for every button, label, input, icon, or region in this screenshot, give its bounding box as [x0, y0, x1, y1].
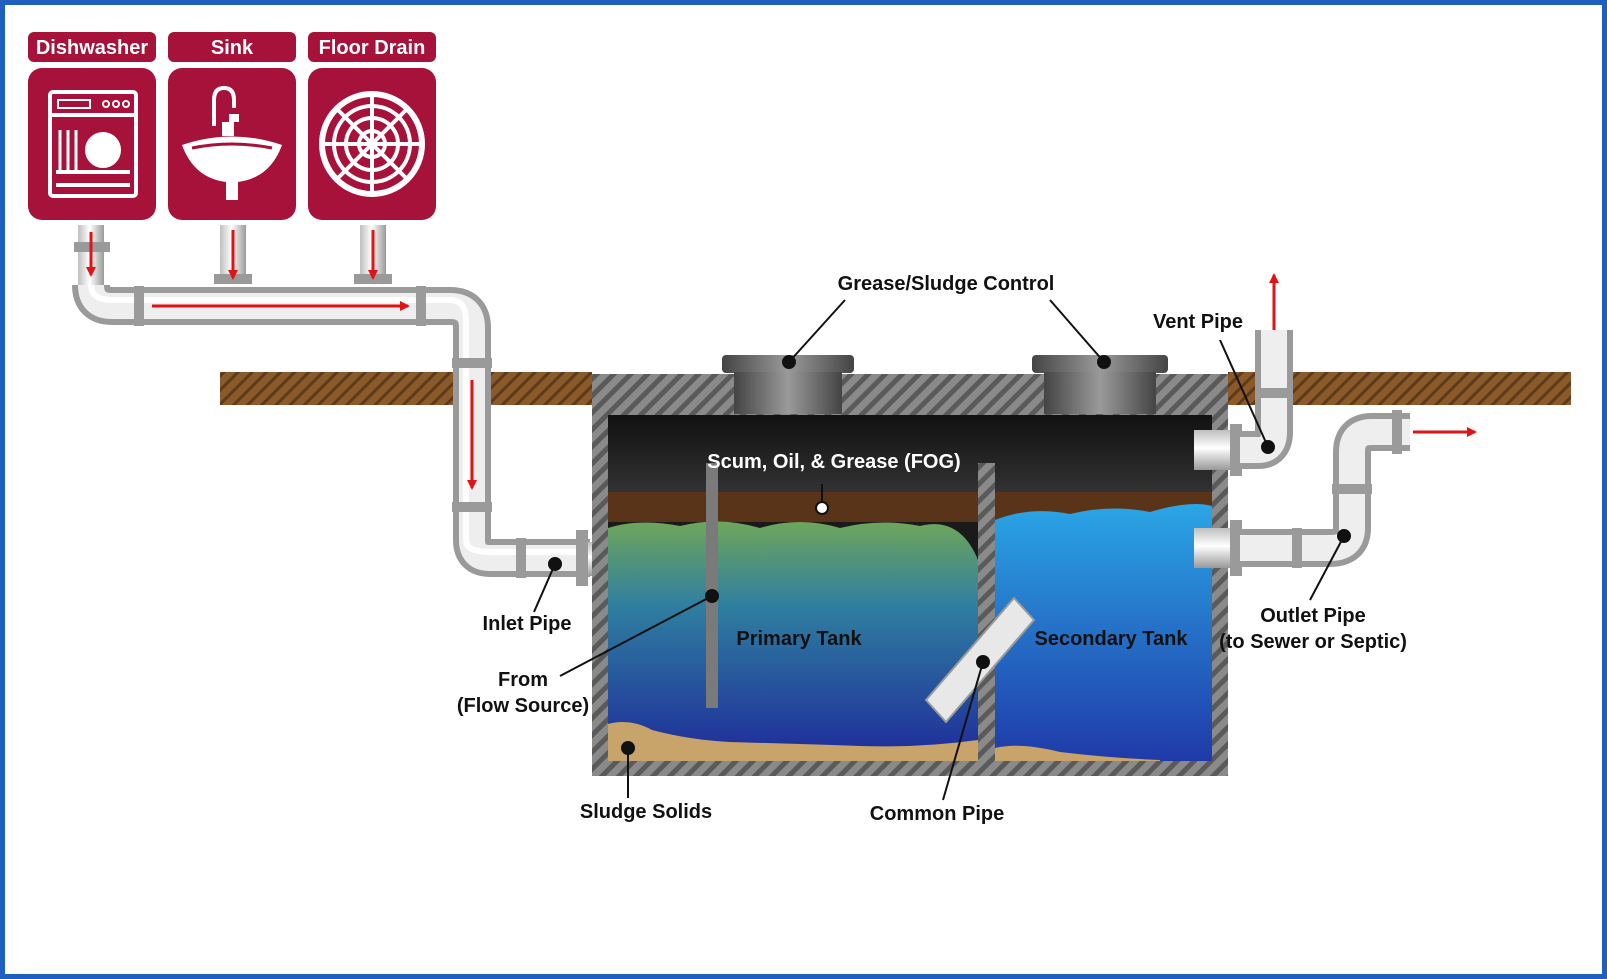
- secondary-water: [995, 504, 1212, 761]
- floor-drain-icon: [319, 91, 425, 197]
- sludge-solids-label: Sludge Solids: [580, 801, 712, 823]
- outlet-pipe-label: Outlet Pipe: [1260, 605, 1366, 627]
- common-pipe-label: Common Pipe: [870, 803, 1004, 825]
- fog-label: Scum, Oil, & Grease (FOG): [707, 451, 960, 473]
- secondary-tank-label: Secondary Tank: [1034, 628, 1188, 650]
- primary-tank-label: Primary Tank: [736, 628, 862, 650]
- sink-icon: [182, 85, 282, 200]
- flow-source-label: (Flow Source): [457, 695, 589, 717]
- primary-water: [608, 521, 978, 761]
- grease-trap-diagram: Dishwasher Sink Floor: [28, 32, 1571, 825]
- ground-left: [220, 372, 592, 405]
- callout-leaders: [533, 299, 1351, 801]
- outlet-destination-label: (to Sewer or Septic): [1219, 631, 1407, 653]
- collector-pipe: [72, 283, 590, 577]
- floor-drain-source: Floor Drain: [308, 32, 436, 220]
- inlet-pipe-label: Inlet Pipe: [483, 613, 572, 635]
- pipe-collars: [134, 286, 588, 586]
- inlet-baffle: [706, 463, 718, 708]
- sink-label: Sink: [211, 37, 254, 59]
- tank-divider: [978, 463, 995, 761]
- secondary-sludge: [995, 745, 1160, 761]
- grease-control-label: Grease/Sludge Control: [838, 273, 1055, 295]
- dishwasher-label: Dishwasher: [36, 37, 148, 59]
- floor-drain-label: Floor Drain: [319, 37, 426, 59]
- dishwasher-source: Dishwasher: [28, 32, 156, 220]
- primary-sludge: [608, 722, 978, 761]
- sink-source: Sink: [168, 32, 296, 220]
- from-label: From: [498, 669, 548, 691]
- vent-pipe-label: Vent Pipe: [1153, 311, 1243, 333]
- dishwasher-icon: [48, 90, 138, 198]
- grease-trap-tank: [592, 374, 1228, 776]
